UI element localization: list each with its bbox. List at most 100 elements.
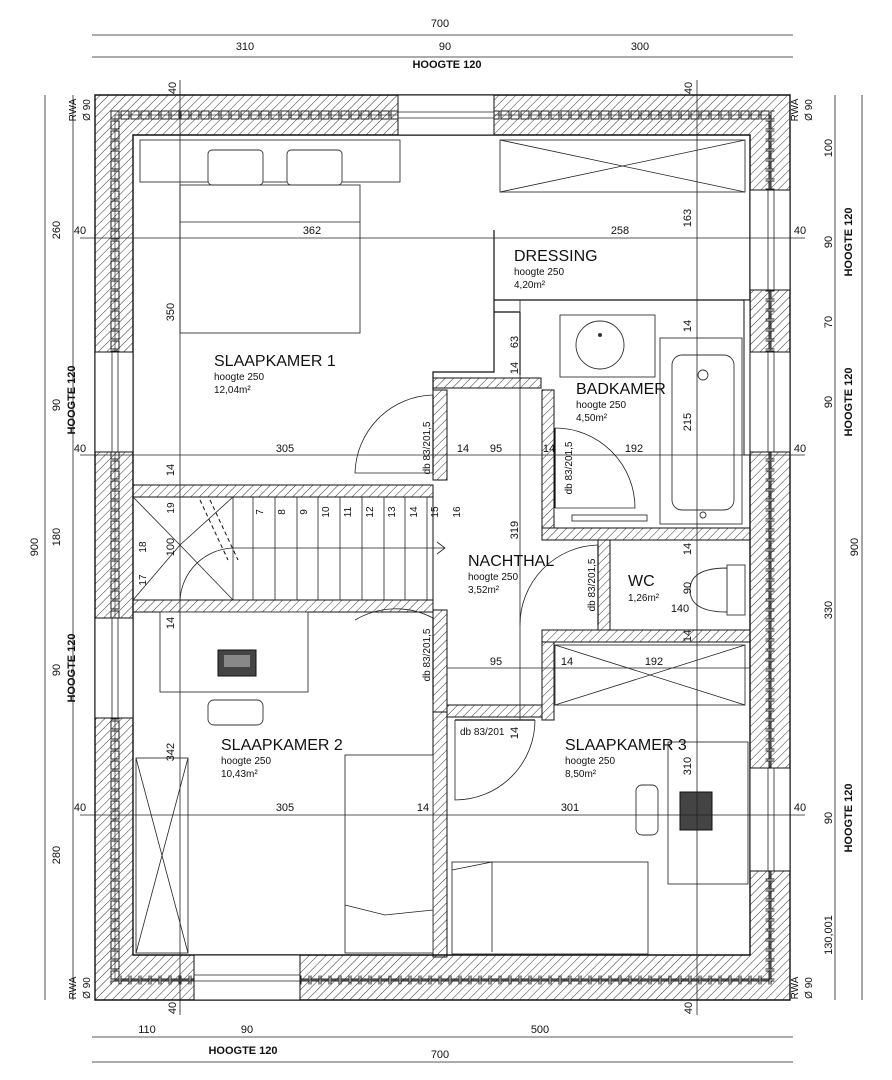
radiator-bath — [571, 514, 648, 522]
door-label: db 83/201,5 — [587, 558, 598, 611]
stair-step-8: 8 — [277, 509, 288, 515]
dim-bottom-hoogte: HOOGTE 120 — [208, 1045, 277, 1057]
dim-40: 40 — [74, 802, 86, 814]
room-height: hoogte 250 — [565, 756, 615, 767]
dim-95: 95 — [490, 443, 502, 455]
bed-slaapkamer2 — [344, 754, 434, 954]
rwa-labels: RWA Ø 90 RWA Ø 90 RWA Ø 90 RWA Ø 90 — [68, 98, 815, 999]
stair-step-7: 7 — [255, 509, 266, 515]
right-dimensions: 900 100 90 70 90 330 90 130,001 HOOGTE 1… — [823, 139, 861, 955]
wardrobe-dressing — [499, 139, 746, 193]
dim-14: 14 — [417, 802, 429, 814]
dim-90: 90 — [682, 582, 694, 594]
dim-right-b: 90 — [823, 236, 835, 248]
wardrobe-slaapkamer3 — [554, 644, 746, 706]
dim-350: 350 — [165, 303, 177, 321]
bed-slaapkamer1 — [139, 139, 401, 334]
dim-305: 305 — [276, 443, 294, 455]
dim-right-d: 90 — [823, 396, 835, 408]
stair-step-9: 9 — [299, 509, 310, 515]
dim-bottom-a: 110 — [138, 1024, 156, 1036]
room-area: 3,52m² — [468, 585, 500, 596]
dim-left-a: 260 — [51, 221, 63, 239]
bed-slaapkamer3 — [451, 861, 649, 955]
dim-14: 14 — [561, 656, 573, 668]
dim-14: 14 — [165, 617, 177, 629]
stair-step-18: 18 — [138, 541, 149, 553]
room-height: hoogte 250 — [576, 400, 626, 411]
room-name: SLAAPKAMER 3 — [565, 737, 687, 754]
room-height: hoogte 250 — [214, 372, 264, 383]
door-label: db 83/201,5 — [422, 421, 433, 474]
room-name: SLAAPKAMER 2 — [221, 737, 343, 754]
left-dimensions: 900 260 90 180 90 280 HOOGTE 120 HOOGTE … — [29, 221, 78, 864]
dim-top-b: 90 — [439, 41, 451, 53]
dim-top-a: 310 — [236, 41, 254, 53]
room-wc: WC 1,26m² — [628, 573, 660, 604]
dim-215: 215 — [682, 413, 694, 431]
room-area: 12,04m² — [214, 385, 251, 396]
dim-left-b: 90 — [51, 399, 63, 411]
diameter-label: Ø 90 — [82, 977, 93, 999]
dim-14: 14 — [682, 543, 694, 555]
door-label: db 83/201 — [460, 727, 505, 738]
dim-right-e: 330 — [823, 601, 835, 619]
rwa-label: RWA — [68, 976, 79, 999]
dim-left-hoogte-1: HOOGTE 120 — [66, 365, 78, 434]
dim-40: 40 — [683, 82, 695, 94]
dim-40: 40 — [167, 1002, 179, 1014]
dim-342: 342 — [165, 743, 177, 761]
dim-192: 192 — [645, 656, 663, 668]
dim-right-hoogte-1: HOOGTE 120 — [843, 207, 855, 276]
diameter-label: Ø 90 — [804, 99, 815, 121]
room-name: WC — [628, 573, 655, 590]
dim-95: 95 — [490, 656, 502, 668]
dim-right-f: 90 — [823, 812, 835, 824]
dim-left-e: 280 — [51, 846, 63, 864]
dim-40: 40 — [794, 225, 806, 237]
dim-14: 14 — [543, 443, 555, 455]
sink-badkamer — [559, 314, 656, 378]
dim-14: 14 — [509, 362, 521, 374]
dim-40: 40 — [794, 802, 806, 814]
room-name: SLAAPKAMER 1 — [214, 353, 336, 370]
rwa-label: RWA — [68, 98, 79, 121]
room-height: hoogte 250 — [221, 756, 271, 767]
diameter-label: Ø 90 — [82, 99, 93, 121]
dim-163: 163 — [682, 209, 694, 227]
room-name: BADKAMER — [576, 381, 666, 398]
dim-40: 40 — [683, 1002, 695, 1014]
toilet — [689, 564, 746, 616]
room-slaapkamer1: SLAAPKAMER 1 hoogte 250 12,04m² — [214, 353, 336, 396]
dim-left-hoogte-2: HOOGTE 120 — [66, 633, 78, 702]
dim-100: 100 — [165, 538, 177, 556]
diameter-label: Ø 90 — [804, 977, 815, 999]
stair-step-16: 16 — [452, 506, 463, 518]
staircase — [132, 496, 446, 601]
room-area: 8,50m² — [565, 769, 597, 780]
dim-14: 14 — [509, 727, 521, 739]
dim-40: 40 — [74, 225, 86, 237]
dim-40: 40 — [74, 443, 86, 455]
stair-numbers: 7 8 9 10 11 12 13 14 15 16 — [255, 506, 463, 518]
door-label: db 83/201,5 — [564, 441, 575, 494]
desk-slaapkamer3 — [635, 741, 749, 885]
dim-right-hoogte-2: HOOGTE 120 — [843, 367, 855, 436]
dim-192: 192 — [625, 443, 643, 455]
dimension-lines — [44, 34, 863, 1063]
dim-right-a: 100 — [823, 139, 835, 157]
dim-14: 14 — [682, 630, 694, 642]
door-label: db 83/201,5 — [422, 628, 433, 681]
dim-301: 301 — [561, 802, 579, 814]
doors — [354, 394, 636, 801]
stair-step-12: 12 — [365, 506, 376, 518]
room-area: 4,20m² — [514, 280, 546, 291]
dim-319: 319 — [509, 521, 521, 539]
stair-step-13: 13 — [387, 506, 398, 518]
desk-slaapkamer2 — [159, 611, 309, 726]
stair-step-19: 19 — [166, 502, 177, 514]
interior-dimensions: 362 258 305 14 95 14 192 305 14 301 95 1… — [138, 209, 694, 814]
dim-362: 362 — [303, 225, 321, 237]
dim-14: 14 — [457, 443, 469, 455]
dim-40: 40 — [167, 82, 179, 94]
